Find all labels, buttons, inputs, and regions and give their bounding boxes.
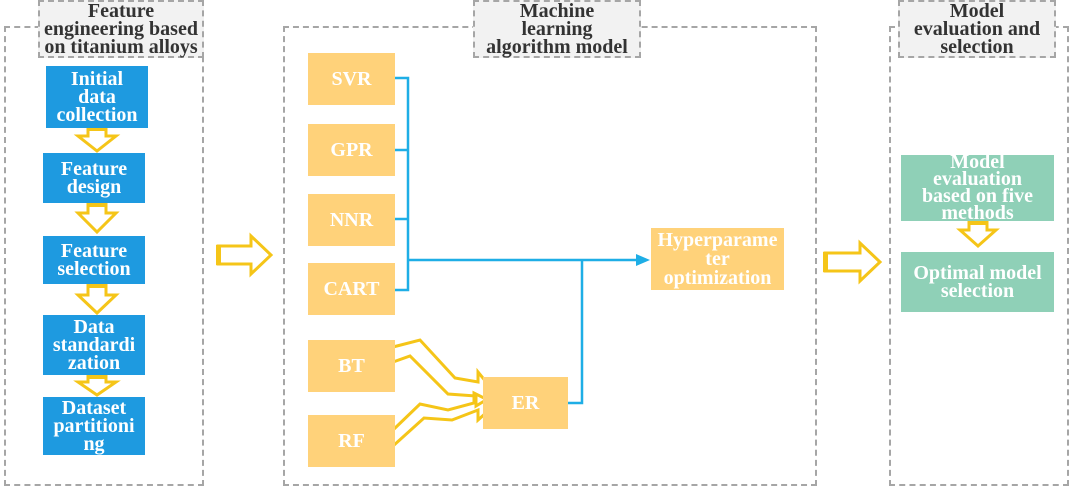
model-evaluation: Model evaluation based on five methods [901,155,1054,221]
step-label: Feature selection [57,240,131,280]
model-svr: SVR [308,53,395,105]
model-label: RF [338,430,365,452]
stub-4 [87,374,107,379]
stub-eval [968,220,988,225]
step-dataset-partitioning: Dataset partitioni ng [43,397,145,455]
stub-left-arrow [216,245,221,265]
connector-arrowhead [636,254,650,266]
ensemble-label: ER [511,392,540,414]
evaluation-title: Model evaluation and selection [898,0,1056,58]
model-label: SVR [331,68,372,90]
ml-model-title-text: Machine learning algorithm model [486,0,628,58]
stub-2 [87,202,107,207]
model-label: BT [338,355,365,377]
step-feature-design: Feature design [43,153,145,203]
selection-label: Optimal model selection [913,262,1042,302]
er-connector [568,260,584,405]
step-label: Initial data collection [56,68,138,126]
right-arrow-left-panel [216,232,274,278]
down-arrow-2 [74,201,120,235]
right-arrow-right-panel [823,239,883,285]
stub-3 [87,283,107,288]
stub-1 [87,126,107,131]
feature-engineering-title: Feature engineering based on titanium al… [38,0,204,58]
model-rf: RF [308,415,395,467]
step-label: Feature design [60,158,128,198]
down-arrow-3 [74,282,120,316]
cart-connector [395,260,410,292]
model-cart: CART [308,263,395,315]
model-label: NNR [329,209,374,231]
svr-connector [395,76,410,260]
step-feature-selection: Feature selection [43,236,145,284]
rf-to-er-arrow [391,390,499,450]
feature-engineering-title-text: Feature engineering based on titanium al… [44,0,198,58]
ensemble-er: ER [483,377,568,429]
model-label: CART [323,278,380,300]
optimal-model-selection: Optimal model selection [901,252,1054,312]
hyperparameter-label: Hyperparame ter optimization [657,228,778,289]
step-label: Dataset partitioni ng [53,397,135,455]
hyperparameter-optimization: Hyperparame ter optimization [651,228,784,290]
model-gpr: GPR [308,124,395,176]
model-label: GPR [330,139,373,161]
ml-model-title: Machine learning algorithm model [473,0,641,58]
model-bt: BT [308,340,395,392]
evaluation-title-text: Model evaluation and selection [913,0,1041,58]
stub-right-arrow [823,252,828,272]
step-label: Data standardi zation [52,316,136,374]
model-nnr: NNR [308,194,395,246]
evaluation-label: Model evaluation based on five methods [921,155,1034,221]
step-data-standardization: Data standardi zation [43,315,145,375]
step-initial-data-collection: Initial data collection [46,66,148,128]
